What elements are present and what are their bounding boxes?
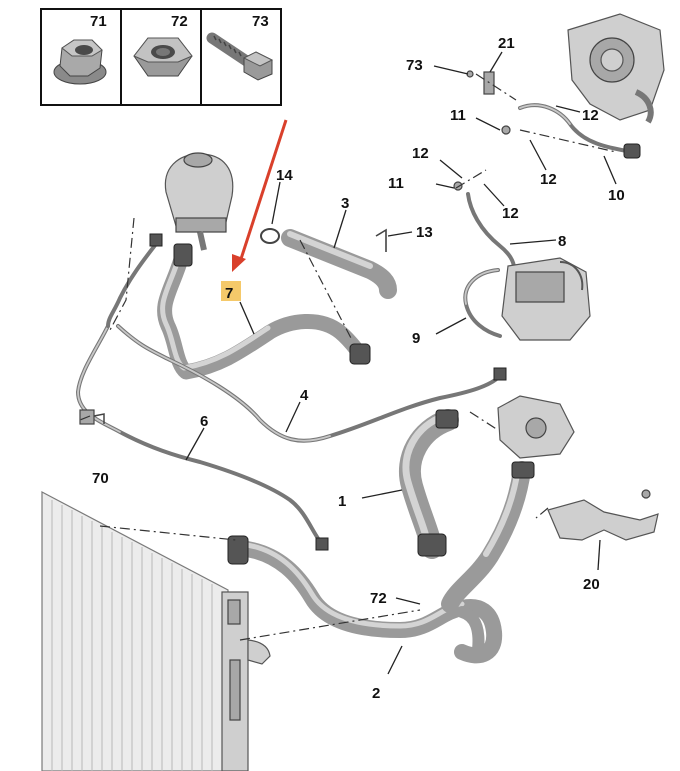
- hose-9: [463, 268, 502, 338]
- radiator: [41, 491, 271, 771]
- callout-labels: 1 2 3 4 6 8 9 10 11 11 12 12 12 12 13 14…: [92, 35, 625, 702]
- callout-6: 6: [200, 413, 208, 430]
- bracket-20: [547, 489, 659, 541]
- fastener-key-box: 71 72 73: [40, 8, 282, 106]
- callout-1: 1: [338, 493, 346, 510]
- expansion-tank: [164, 152, 234, 251]
- callout-10: 10: [608, 187, 625, 204]
- callout-12-a: 12: [582, 107, 599, 124]
- callout-72: 72: [370, 590, 387, 607]
- key-label-73: 73: [252, 13, 269, 30]
- callout-11-lower: 11: [388, 175, 404, 192]
- callout-73: 73: [406, 57, 423, 74]
- callout-8: 8: [558, 233, 566, 250]
- leader-lines: [185, 51, 617, 675]
- callout-3: 3: [341, 195, 349, 212]
- callout-4: 4: [300, 387, 309, 404]
- callout-12-b: 12: [540, 171, 557, 188]
- hex-nut-icon: [133, 37, 193, 77]
- pipe-6: [75, 233, 329, 551]
- water-outlet-housing: [497, 395, 575, 459]
- callout-7: 7: [225, 285, 233, 302]
- flange-nut-icon: [53, 39, 107, 85]
- highlight-arrow: [232, 119, 288, 272]
- hose-3: [260, 228, 397, 299]
- callout-20: 20: [583, 576, 600, 593]
- callout-70: 70: [92, 470, 109, 487]
- hose-2: [227, 535, 503, 664]
- hose-1: [398, 409, 535, 613]
- hose-7: [157, 243, 371, 380]
- callout-21: 21: [498, 35, 515, 52]
- key-label-72: 72: [171, 13, 188, 30]
- bolt-icon: [206, 32, 274, 81]
- turbocharger: [567, 13, 665, 124]
- callout-12-d: 12: [502, 205, 519, 222]
- oil-cooler-assembly: [501, 257, 591, 341]
- callout-2: 2: [372, 685, 380, 702]
- callout-11-upper: 11: [450, 107, 466, 124]
- callout-12-c: 12: [412, 145, 429, 162]
- callout-14: 14: [276, 167, 293, 184]
- callout-9: 9: [412, 330, 420, 347]
- callout-13: 13: [416, 224, 433, 241]
- assembly-dash-lines: [79, 73, 617, 641]
- pipe-4: [116, 324, 507, 443]
- highlight-box-7: 7: [221, 281, 241, 302]
- key-label-71: 71: [90, 13, 107, 30]
